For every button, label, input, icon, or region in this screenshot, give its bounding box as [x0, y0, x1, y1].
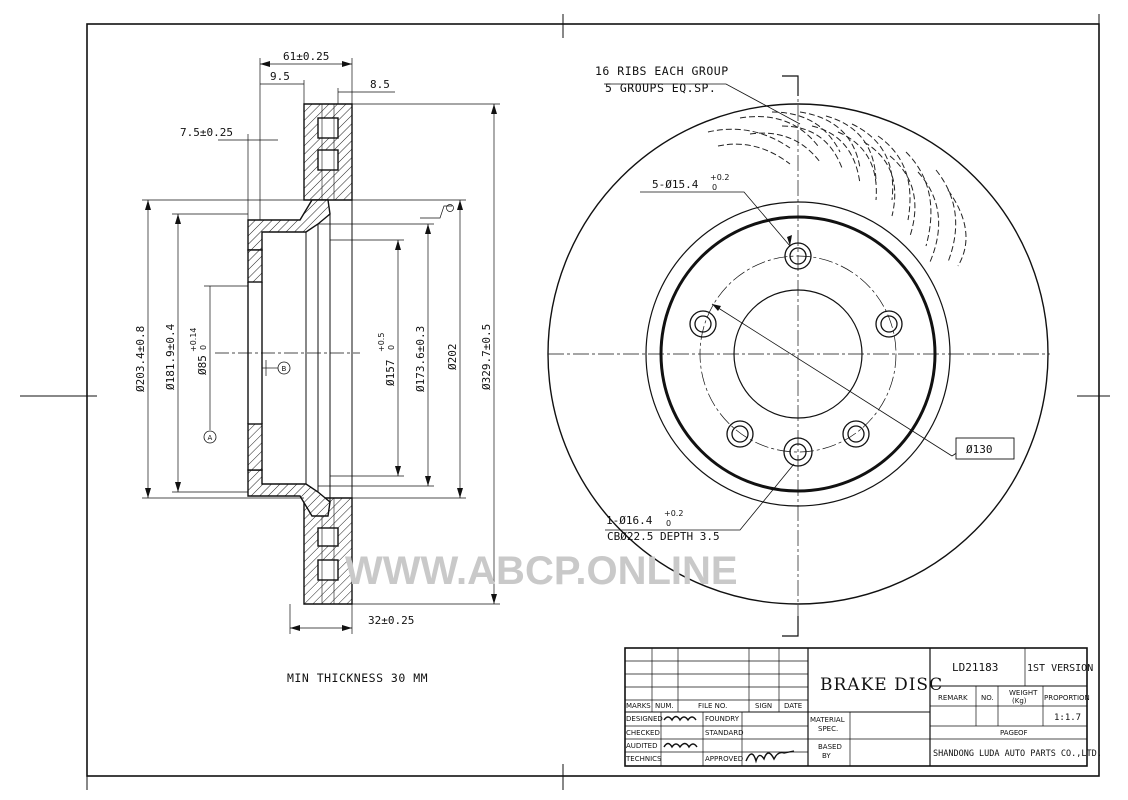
- hub-bore: [733, 289, 863, 419]
- material-label: MATERIAL: [810, 716, 845, 724]
- dim-d157-tol-upper: +0.5: [377, 333, 386, 352]
- remark-label: REMARK: [938, 694, 968, 702]
- counterbore-label: CBØ22.5 DEPTH 3.5: [607, 530, 720, 543]
- vent-ribs: [707, 111, 967, 267]
- spec-label: SPEC.: [818, 725, 838, 733]
- bolt-holes: [689, 242, 903, 448]
- dim-d202: Ø202: [446, 344, 459, 371]
- row-audited: AUDITED: [626, 742, 657, 750]
- front-arrows: [712, 235, 792, 311]
- based-label: BASED: [818, 743, 842, 751]
- section-inner-lines: [262, 200, 353, 502]
- product-name: BRAKE DISC: [820, 675, 943, 695]
- front-view: 16 RIBS EACH GROUP 5 GROUPS EQ.SP. 5-Ø15…: [547, 64, 1050, 637]
- company-name: SHANDONG LUDA AUTO PARTS CO.,LTD.: [933, 749, 1102, 759]
- header-num: NUM.: [655, 702, 674, 710]
- pcd-circle: [699, 255, 897, 453]
- dim-d157: Ø157: [384, 360, 397, 387]
- bolt-holes-tol-lower: 0: [712, 183, 717, 192]
- header-sign: SIGN: [755, 702, 772, 710]
- approved-label: APPROVED: [705, 755, 743, 763]
- disc-hat-inner: [659, 215, 937, 493]
- dim-61: 61±0.25: [283, 50, 329, 63]
- min-thickness-note: MIN THICKNESS 30 MM: [287, 671, 428, 685]
- header-file-no: FILE NO.: [698, 702, 727, 710]
- proportion-label: PROPORTION: [1044, 694, 1090, 702]
- ribs-note-line-2: 5 GROUPS EQ.SP.: [605, 81, 716, 95]
- datum-a-circle: [203, 430, 217, 444]
- bolt-hole: [784, 242, 812, 270]
- row-technics: TECHNICS: [625, 755, 662, 763]
- scale-value: 1:1.7: [1054, 713, 1081, 723]
- bolt-hole: [842, 420, 870, 448]
- dim-9-5: 9.5: [270, 70, 290, 83]
- disc-outer-edge: [547, 103, 1049, 605]
- locating-hole-tol-lower: 0: [666, 519, 671, 528]
- standard-label: STANDARD: [705, 729, 744, 737]
- ribs-note-line-1: 16 RIBS EACH GROUP: [595, 64, 729, 78]
- foundry-label: FOUNDRY: [705, 715, 740, 723]
- dim-7-5: 7.5±0.25: [180, 126, 233, 139]
- dim-d203: Ø203.4±0.8: [134, 326, 147, 392]
- header-marks: MARKS: [626, 702, 651, 710]
- signatures: [663, 715, 795, 764]
- datum-b-circle: [277, 361, 291, 375]
- version-label: 1ST VERSION: [1027, 663, 1093, 674]
- watermark: WWW.ABCP.ONLINE: [345, 549, 738, 593]
- dim-d85: Ø85: [196, 355, 209, 375]
- datum-b-label: B: [282, 365, 287, 373]
- dim-32: 32±0.25: [368, 614, 414, 627]
- drawing-frame: [20, 14, 1110, 790]
- dim-d329: Ø329.7±0.5: [480, 324, 493, 390]
- dim-d85-tol-lower: 0: [199, 345, 208, 350]
- dim-d173: Ø173.6±0.3: [414, 326, 427, 392]
- bolt-holes-label: 5-Ø15.4: [652, 178, 699, 191]
- section-cut-marks: [782, 75, 799, 637]
- row-designed: DESIGNED: [626, 715, 663, 723]
- bolt-hole: [689, 310, 717, 338]
- dim-d85-tol-upper: +0.14: [189, 327, 198, 352]
- pcd-label-box: [955, 437, 1015, 460]
- no-label: NO.: [981, 694, 994, 702]
- title-block: BRAKE DISC LD21183 1ST VERSION REMARK NO…: [624, 647, 1102, 767]
- dim-8-5: 8.5: [370, 78, 390, 91]
- disc-hat-outer: [645, 201, 951, 507]
- locating-hole-tol-upper: +0.2: [664, 509, 683, 518]
- weight-label: WEIGHT: [1009, 689, 1038, 697]
- front-leaders: [604, 83, 959, 531]
- of-label: OF: [1018, 729, 1028, 737]
- header-date: DATE: [784, 702, 802, 710]
- dimension-arrows: [145, 61, 497, 631]
- locating-hole: [783, 437, 813, 467]
- locating-hole-label: 1-Ø16.4: [606, 514, 653, 527]
- bolt-hole: [726, 420, 754, 448]
- weight-unit-label: (Kg): [1012, 697, 1027, 705]
- section-hat: [247, 199, 331, 517]
- datum-a-label: A: [208, 434, 213, 442]
- section-view: 61±0.25 9.5 8.5 7.5±0.25 Ø203.4±0.8 Ø181…: [134, 50, 500, 685]
- dim-d157-tol-lower: 0: [387, 345, 396, 350]
- page-label: PAGE: [1000, 729, 1018, 737]
- by-label: BY: [822, 752, 831, 760]
- section-dimension-lines: [142, 58, 500, 634]
- bolt-holes-tol-upper: +0.2: [710, 173, 729, 182]
- pcd-label: Ø130: [966, 443, 993, 456]
- row-checked: CHECKED: [626, 729, 660, 737]
- dim-d181: Ø181.9±0.4: [164, 323, 177, 390]
- part-number: LD21183: [952, 661, 998, 674]
- bolt-hole: [875, 310, 903, 338]
- section-outer-ring: [303, 103, 353, 605]
